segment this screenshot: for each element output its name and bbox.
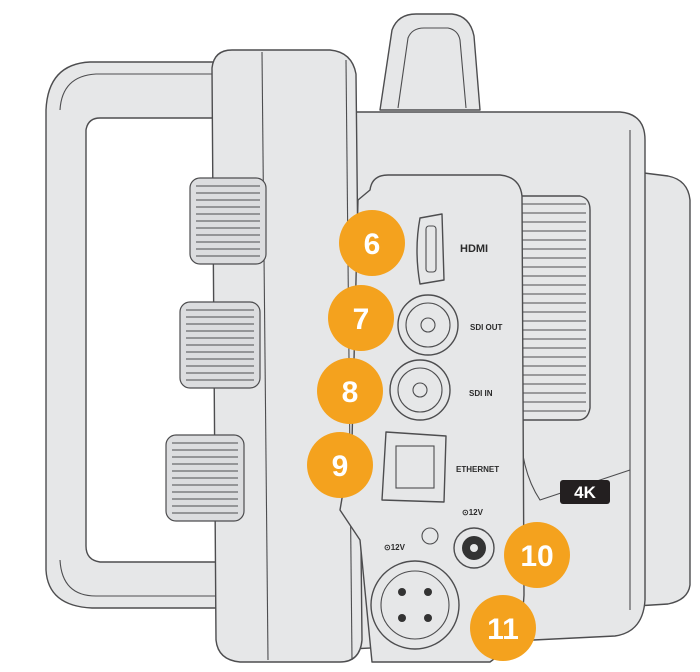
svg-text:6: 6 — [364, 228, 381, 261]
ethernet-label: ETHERNET — [456, 465, 499, 474]
top-mount — [379, 13, 481, 111]
4k-badge: 4K — [560, 480, 610, 504]
ethernet-port[interactable] — [381, 431, 447, 503]
xlr-power-port[interactable] — [370, 560, 460, 650]
dc-power-port[interactable] — [453, 527, 495, 569]
callout-7: 7 — [328, 285, 394, 351]
callout-9: 9 — [307, 432, 373, 498]
cooling-fins — [514, 195, 591, 421]
hdmi-label: HDMI — [460, 243, 488, 255]
lens-mount — [635, 171, 691, 607]
hdmi-port[interactable] — [416, 213, 445, 285]
callout-11: 11 — [470, 595, 536, 661]
sdi-in-port[interactable] — [389, 359, 451, 421]
svg-text:9: 9 — [332, 450, 349, 483]
svg-text:4K: 4K — [574, 483, 596, 502]
callout-10: 10 — [504, 522, 570, 588]
indicator-ring — [421, 527, 439, 545]
svg-text:7: 7 — [353, 303, 370, 336]
knob[interactable] — [179, 301, 261, 389]
svg-text:8: 8 — [342, 376, 359, 409]
svg-text:10: 10 — [520, 540, 553, 573]
sdi-out-label: SDI OUT — [470, 323, 503, 332]
callout-8: 8 — [317, 358, 383, 424]
knob[interactable] — [165, 434, 245, 522]
svg-text:11: 11 — [487, 613, 519, 646]
dc-12v-label: ⊙12V — [462, 508, 484, 517]
sdi-out-port[interactable] — [397, 294, 459, 356]
xlr-12v-label: ⊙12V — [384, 543, 406, 552]
sdi-in-label: SDI IN — [469, 389, 493, 398]
callout-6: 6 — [339, 210, 405, 276]
knob[interactable] — [189, 177, 267, 265]
